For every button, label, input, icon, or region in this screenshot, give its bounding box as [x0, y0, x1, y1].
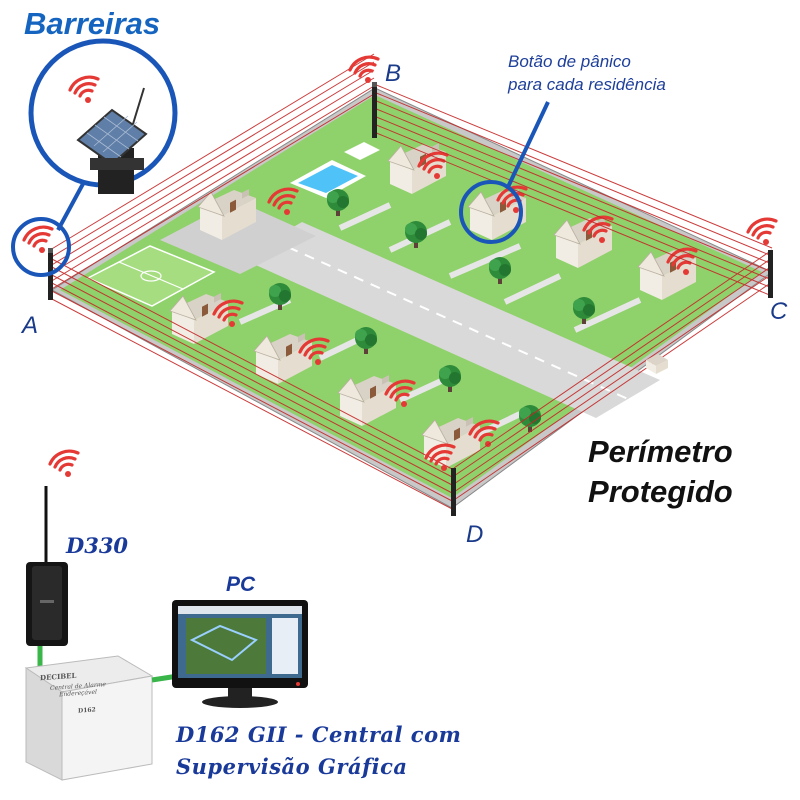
barreiras-title: Barreiras	[24, 6, 161, 41]
fence-c-d	[453, 249, 773, 501]
corner-c-label: C	[770, 298, 788, 325]
panic-button-label: Botão de pânico para cada residência	[508, 50, 666, 96]
central-box-model: D162	[78, 706, 96, 715]
wifi-icon	[746, 217, 778, 247]
wifi-icon	[22, 225, 54, 255]
central-line-1: D162 GII - Central com	[176, 722, 462, 747]
perimetro-line-2: Protegido	[588, 474, 733, 509]
fence-posts	[48, 82, 773, 516]
central-box	[24, 655, 179, 781]
perimeter-fence	[49, 53, 773, 511]
parking-area	[160, 200, 316, 274]
fence-a-b	[49, 53, 375, 291]
fence-b-c	[373, 83, 773, 297]
barreiras-callout	[11, 38, 178, 277]
central-label: D162 GII - Central com Supervisão Gráfic…	[176, 719, 461, 783]
pc-label: PC	[226, 573, 256, 596]
perimetro-line-1: Perímetro	[588, 434, 733, 469]
post-b	[372, 86, 377, 138]
soccer-field	[86, 245, 216, 307]
central-line-2: Supervisão Gráfica	[176, 754, 408, 779]
post-a	[48, 252, 53, 300]
panic-line-1: Botão de pânico	[508, 52, 631, 71]
post-d	[451, 468, 456, 516]
d330-device	[26, 449, 80, 668]
panic-line-2: para cada residência	[508, 75, 666, 94]
panic-button-callout	[459, 101, 550, 244]
swimming-pool	[290, 142, 380, 198]
corner-b-label: B	[385, 60, 402, 87]
wifi-icon	[48, 449, 80, 479]
post-c	[768, 250, 773, 298]
monitor-icon	[172, 600, 308, 708]
corner-a-label: A	[22, 312, 39, 339]
main-road	[240, 222, 660, 418]
perimetro-label: Perímetro Protegido	[588, 432, 733, 512]
solar-panel-icon	[76, 87, 148, 194]
d330-label: D330	[66, 533, 129, 558]
corner-d-label: D	[466, 521, 484, 548]
fence-a-d	[49, 257, 455, 511]
guard-booth	[646, 354, 668, 374]
